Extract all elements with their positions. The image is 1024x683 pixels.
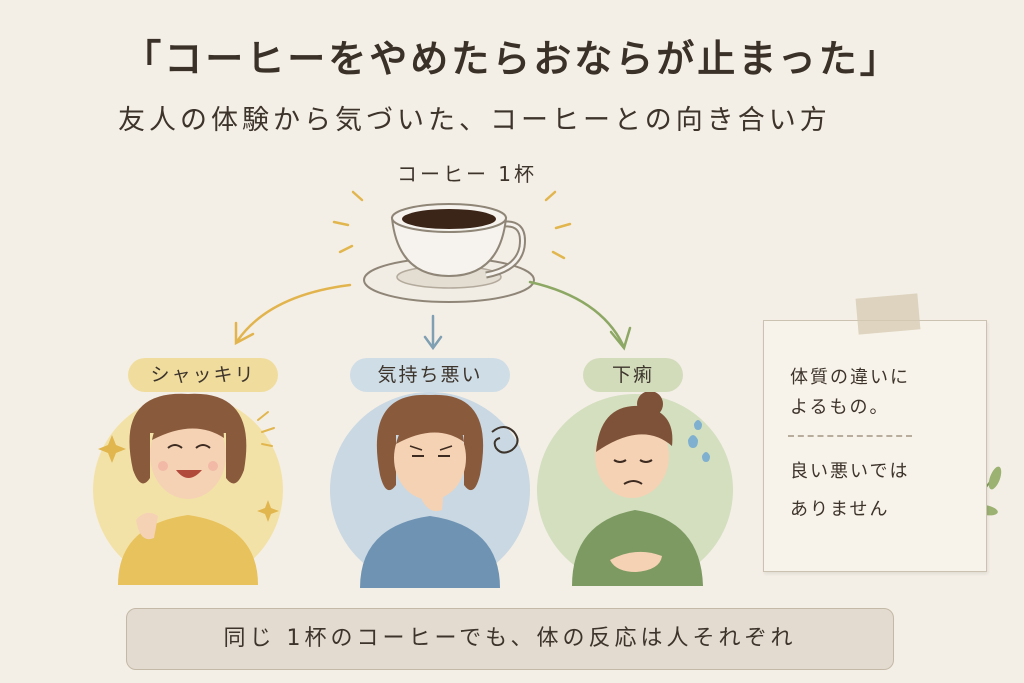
page-title: 「コーヒーをやめたらおならが止まった」 xyxy=(123,37,901,81)
note-line-1: 体質の違いに xyxy=(790,367,910,388)
coffee-cup-icon xyxy=(363,203,535,303)
sparkle-icon xyxy=(98,435,279,522)
sweat-drops-icon xyxy=(688,420,710,462)
reaction-badge-nauseous: 気持ち悪い xyxy=(350,358,510,392)
masking-tape xyxy=(855,293,921,335)
page-subtitle: 友人の体験から気づいた、コーヒーとの向き合い方 xyxy=(118,105,831,136)
coffee-rays-icon xyxy=(332,190,572,260)
footer-banner: 同じ 1杯のコーヒーでも、体の反応は人それぞれ xyxy=(126,608,894,670)
note-divider xyxy=(788,435,912,437)
note-line-4: ありません xyxy=(790,499,890,520)
stomach-ache-woman-illustration xyxy=(537,391,733,586)
arrow-to-right xyxy=(528,280,632,351)
footer-text: 同じ 1杯のコーヒーでも、体の反応は人それぞれ xyxy=(223,626,797,651)
note-line-2: よるもの。 xyxy=(790,397,890,418)
coffee-cup-label: コーヒー 1杯 xyxy=(396,162,538,186)
reaction-badge-refreshed: シャッキリ xyxy=(128,358,278,392)
dizzy-swirl-icon xyxy=(491,426,519,454)
reaction-badge-diarrhea: 下痢 xyxy=(583,358,683,392)
excitement-lines-icon xyxy=(257,411,275,447)
nauseous-woman-illustration xyxy=(330,392,530,588)
refreshed-woman-illustration xyxy=(93,393,283,585)
sticky-note: 体質の違いに よるもの。 良い悪いでは ありません xyxy=(763,320,987,572)
arrow-to-left xyxy=(234,283,352,346)
note-line-3: 良い悪いでは xyxy=(790,461,910,482)
arrow-to-center xyxy=(423,314,443,351)
